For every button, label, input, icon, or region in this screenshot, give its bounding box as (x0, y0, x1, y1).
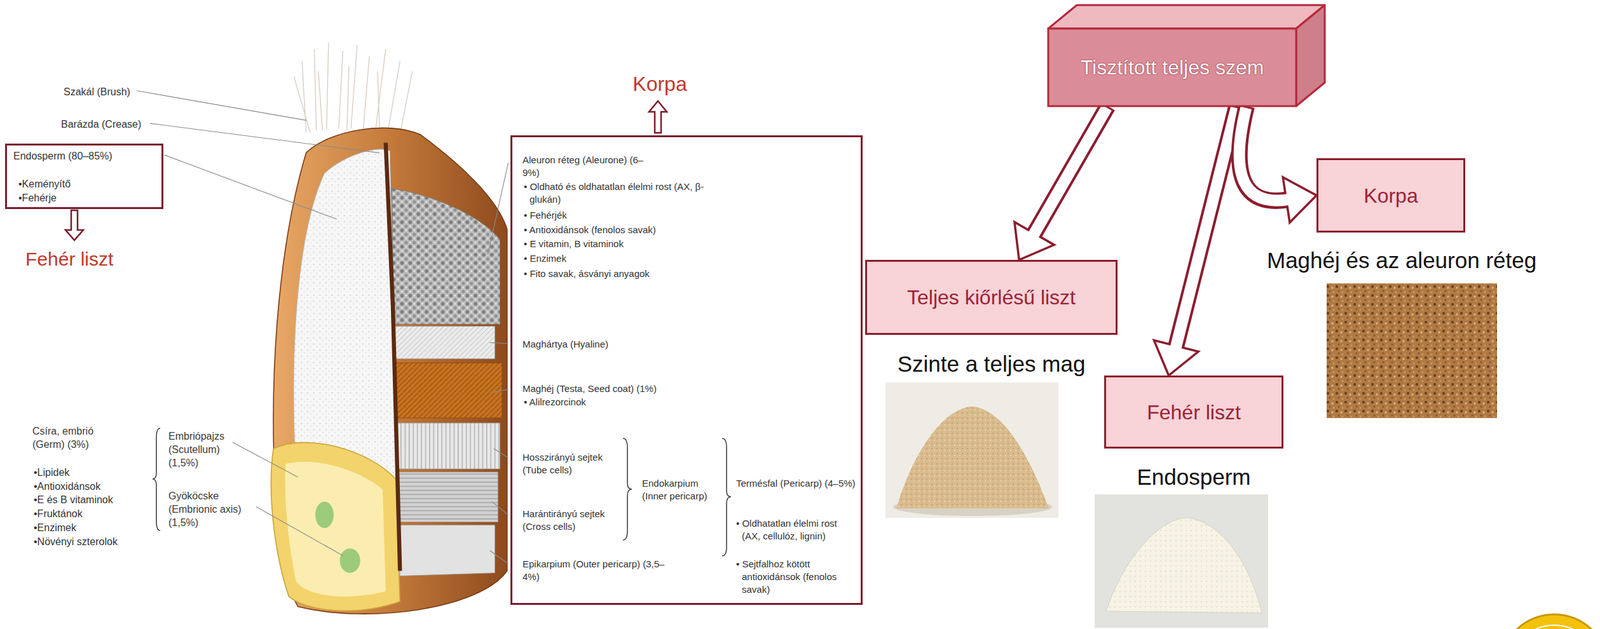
product-caption: Maghéj és az aleuron réteg (1266, 247, 1537, 274)
leader-line (492, 389, 509, 393)
germ (271, 443, 401, 612)
product-label: Fehér liszt (25, 247, 114, 271)
arrow-shaft-inner (1176, 108, 1237, 348)
cube-label: Tisztított teljes szem (1080, 55, 1265, 80)
product-box: KorpaMaghéj és az aleuron réteg (1316, 158, 1466, 233)
brace (152, 428, 161, 531)
photo-background (1094, 494, 1269, 629)
leader-line (232, 442, 299, 478)
bran-layers-box: KorpaAleuron réteg (Aleurone) (6–9%)• Ol… (510, 135, 863, 606)
leader-line (136, 90, 306, 121)
leader-line (256, 506, 343, 556)
leader-line (489, 550, 508, 564)
cube-shape (1046, 3, 1327, 108)
bran-photo (1326, 283, 1498, 419)
crease-line (385, 143, 400, 572)
product-name: Korpa (1363, 183, 1418, 208)
arrow-shaft-inner (1033, 108, 1107, 236)
layer-group-name: Endokarpium (Inner pericarp) (642, 477, 721, 503)
cube-front (1048, 28, 1297, 107)
bullet-item: •Növényi szterolok (33, 535, 118, 549)
embryonic-axis-spot (340, 548, 361, 574)
aleurone-layer (391, 188, 500, 325)
hyaline-layer (394, 326, 496, 359)
part-label: Csíra, embrió (Germ) (3%) (32, 424, 109, 452)
testa-layer (394, 362, 503, 419)
bullet-item: •Enzimek (33, 521, 77, 535)
bullet-item: • Antioxidánsok (fenolos savak) (523, 223, 715, 237)
photo-background (885, 382, 1059, 519)
leader-line (487, 163, 508, 255)
hair (293, 42, 412, 135)
layer-name: Epikarpium (Outer pericarp) (3,5–4%) (522, 558, 669, 584)
layer-name: Maghéj (Testa, Seed coat) (1%) (522, 382, 714, 396)
layer-name: Aleuron réteg (Aleurone) (6–9%) (522, 153, 650, 180)
hollow-down-arrow (65, 210, 84, 241)
layer-group-name: Termésfal (Pericarp) (4–5%) (736, 477, 857, 491)
bullet-item: •E és B vitaminok (33, 493, 114, 507)
bracket (622, 438, 632, 541)
germ-inner (285, 462, 386, 597)
bracket (722, 438, 732, 557)
layer-name: Maghártya (Hyaline) (522, 338, 688, 351)
outer-pericarp-layer (397, 525, 495, 576)
leader-line (492, 501, 509, 515)
box-heading: Endosperm (80–85%) (13, 149, 113, 163)
part-label: Barázda (Crease) (61, 117, 142, 131)
leader-lines (136, 90, 508, 564)
bullet-item: • Alilrezorcinok (523, 396, 715, 409)
bullet-item: •Lipidek (33, 465, 70, 480)
product-box: Fehér lisztEndosperm (1104, 375, 1284, 449)
product-caption: Szinte a teljes mag (897, 350, 1086, 378)
bullet-item: •Fruktánok (33, 507, 83, 521)
cube-side (1296, 5, 1325, 107)
leader-line (164, 155, 337, 220)
bullet-item: •Antioxidánsok (33, 479, 101, 494)
bullet-item: • Sejtfalhoz kötött antioxidánsok (fenol… (736, 558, 857, 597)
wheat-kernel (136, 42, 508, 615)
bullet-item: • Fehérjék (523, 209, 715, 222)
bullet-item: • E vitamin, B vitaminok (523, 237, 715, 251)
bullet-item: • Oldható és oldhatatlan élelmi rost (AX… (523, 180, 705, 206)
bullet-item: •Keményítő (18, 177, 71, 191)
product-caption: Endosperm (1137, 464, 1252, 491)
leader-line (150, 123, 380, 154)
leader-line (493, 448, 508, 458)
cross-cells-layer (396, 472, 498, 523)
hollow-arrow (1153, 106, 1237, 376)
tube-cells-layer (396, 423, 501, 470)
arrow-shaft-inner (1239, 108, 1289, 201)
endosperm-box: Endosperm (80–85%) •Keményítő•Fehérje (5, 143, 164, 210)
part-label: Embriópajzs (Scutellum) (1,5%) (168, 429, 239, 470)
whole-grain-cube: Tisztított teljes szem (1048, 28, 1297, 107)
logo-ring (1511, 625, 1598, 629)
white-flour-photo (1106, 518, 1262, 614)
scutellum-spot (315, 501, 334, 529)
bullet-item: • Oldhatatlan élelmi rost (AX, cellulóz,… (736, 517, 857, 543)
brush-hairs (293, 42, 412, 135)
logo (1500, 614, 1600, 629)
bullet-item: • Fito savak, ásványi anyagok (523, 267, 715, 281)
hollow-arrow (1239, 106, 1317, 223)
layer-name: Harántirányú sejtek (Cross cells) (522, 507, 625, 534)
box-heading: Korpa (596, 71, 724, 96)
bullet-item: • Enzimek (523, 252, 715, 266)
layer-name: Hosszirányú sejtek (Tube cells) (522, 451, 625, 477)
cube-top (1048, 5, 1325, 29)
hollow-arrow (1014, 106, 1108, 260)
wholemeal-flour-photo (896, 406, 1049, 509)
hollow-up-arrow (649, 101, 667, 133)
leader-line (489, 342, 508, 344)
part-label: Gyököcske (Embrionic axis) (1,5%) (168, 489, 255, 530)
bullet-item: •Fehérje (18, 191, 57, 205)
product-name: Fehér liszt (1146, 400, 1241, 425)
product-name: Teljes kiőrlésű liszt (907, 285, 1076, 310)
product-box: Teljes kiőrlésű lisztSzinte a teljes mag (865, 259, 1118, 336)
part-label: Szakál (Brush) (63, 85, 131, 99)
